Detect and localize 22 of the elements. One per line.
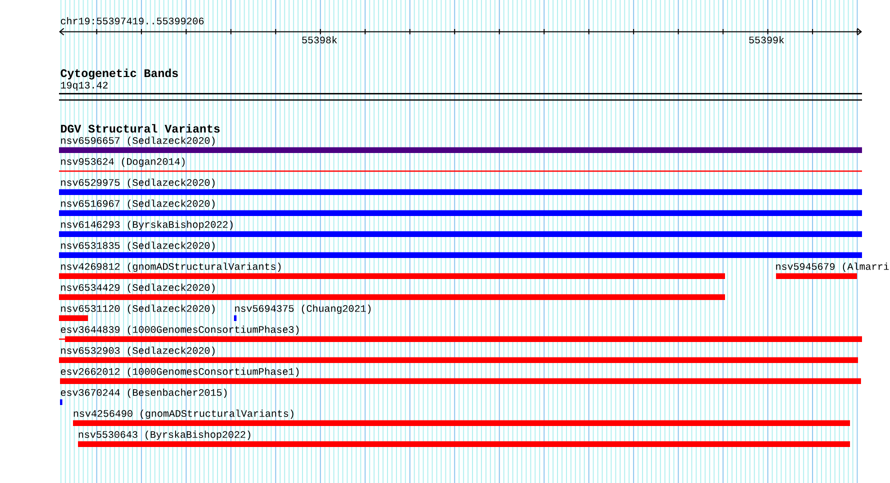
feature-label: nsv6146293 (ByrskaBishop2022) xyxy=(61,220,233,230)
feature-label: nsv6596657 (Sedlazeck2020) xyxy=(61,136,215,146)
feature-label: nsv5530643 (ByrskaBishop2022) xyxy=(78,430,250,440)
feature-label: nsv6531835 (Sedlazeck2020) xyxy=(61,242,215,251)
tick-label: 55399k xyxy=(749,36,784,44)
feature-label: nsv5694375 (Chuang2021) xyxy=(235,304,371,314)
feature-label: nsv953624 (Dogan2014) xyxy=(61,158,185,167)
feature-label: nsv4269812 (gnomADStructuralVariants) xyxy=(61,262,281,272)
track-heading: DGV Structural Variants xyxy=(61,124,220,133)
feature-label: esv3670244 (Besenbacher2015) xyxy=(60,388,227,398)
feature-label: nsv6516967 (Sedlazeck2020) xyxy=(61,200,215,209)
feature-label: nsv4256490 (gnomADStructuralVariants) xyxy=(74,410,294,419)
feature-label: nsv6534429 (Sedlazeck2020) xyxy=(61,284,215,293)
band-label: 19q13.42 xyxy=(61,82,108,91)
feature-label: nsv6531120 (Sedlazeck2020) xyxy=(61,304,215,314)
feature-label: esv3644839 (1000GenomesConsortiumPhase3) xyxy=(60,326,299,335)
coordinate-label: chr19:55397419..55399206 xyxy=(60,17,204,24)
tick-label: 55398k xyxy=(302,36,337,44)
feature-label: nsv5945679 (Almarri xyxy=(776,262,889,272)
feature-label: nsv6529975 (Sedlazeck2020) xyxy=(61,178,215,188)
feature-label: esv2662012 (1000GenomesConsortiumPhase1) xyxy=(60,368,299,377)
feature-label: nsv6532903 (Sedlazeck2020) xyxy=(61,346,215,356)
